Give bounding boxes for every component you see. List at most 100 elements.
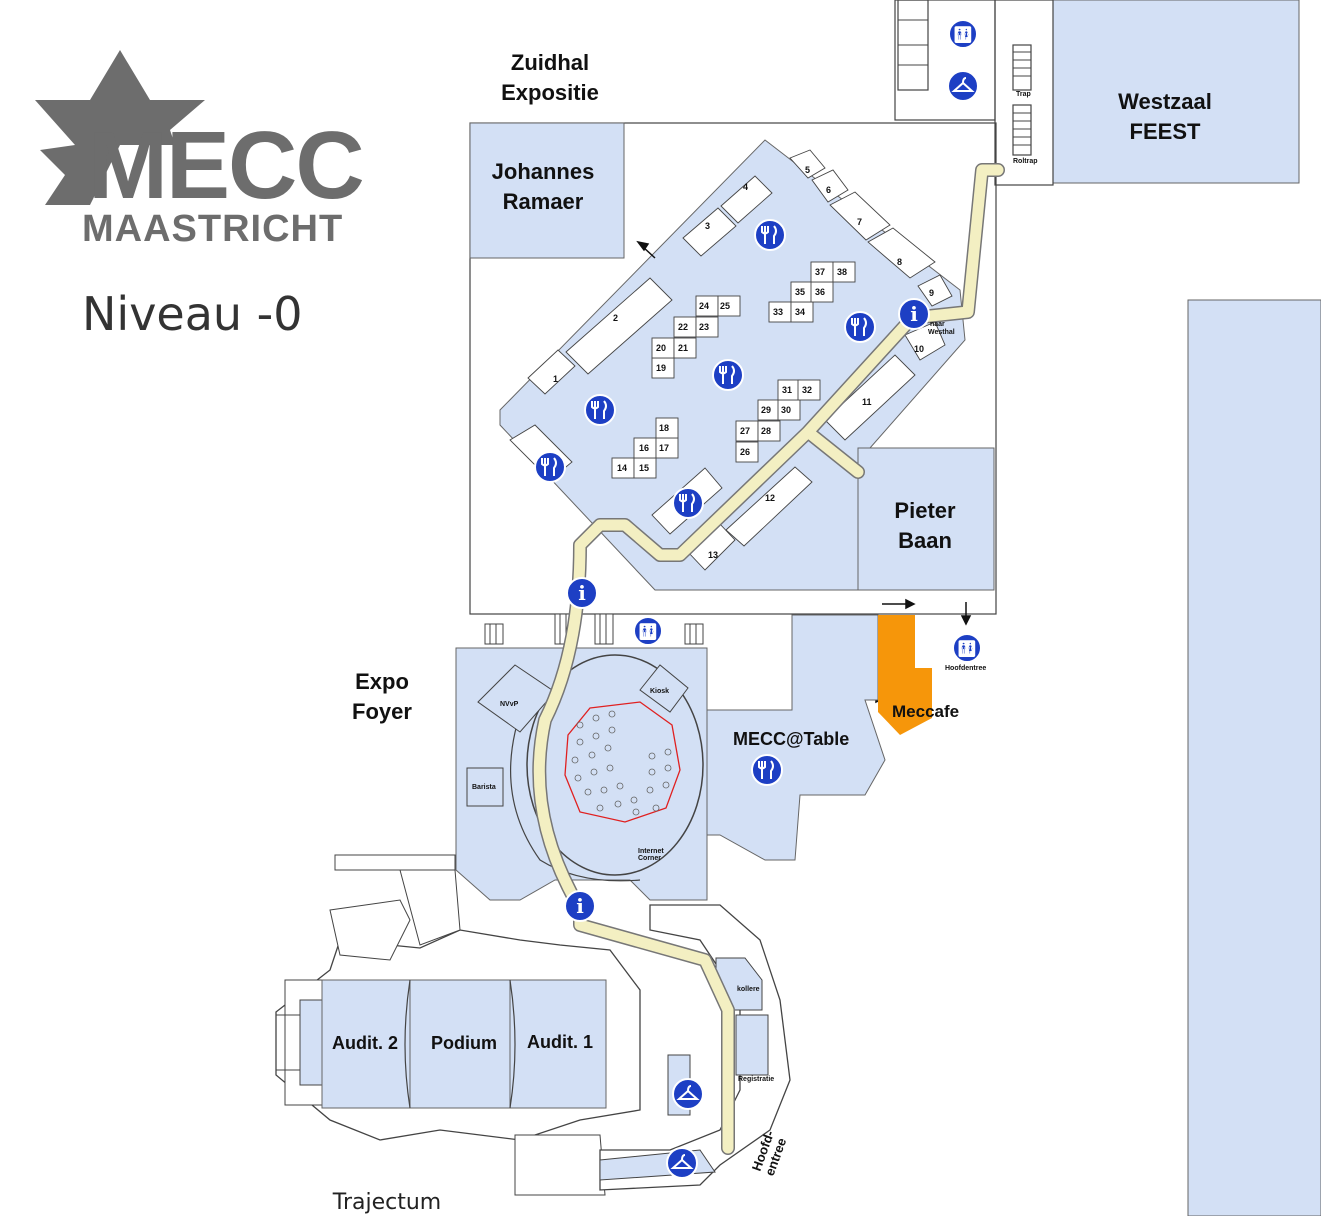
booth-1: 1 [553,374,558,384]
booth-17: 17 [659,443,669,453]
seat [648,768,656,776]
booth-34: 34 [795,307,805,317]
seats [571,710,672,816]
registratie-label: Registratie [738,1076,774,1083]
booth-10: 10 [914,344,924,354]
booth-5: 5 [805,165,810,175]
info-icon[interactable]: i [564,890,596,922]
svg-text:🚻︎: 🚻︎ [953,25,973,44]
seat [630,796,638,804]
booth-7: 7 [857,217,862,227]
svg-text:i: i [578,581,586,605]
expo-label-2: Foyer [352,699,412,724]
restaurant-icon[interactable] [751,754,783,786]
seat [608,726,616,734]
seat [596,804,604,812]
podium[interactable] [409,979,511,1109]
roltrap-label: Roltrap [1013,158,1038,165]
booth-12: 12 [765,493,775,503]
booth-15: 15 [639,463,649,473]
audit2-label: Audit. 2 [332,1033,398,1053]
seat [652,804,660,812]
kiosk-stand[interactable] [639,664,689,713]
toilet-icon[interactable]: 🚻︎ [633,616,663,646]
stairs-area: Trap Roltrap [894,0,1054,186]
johannes-label-1: Johannes [492,159,595,184]
logo-subtext: MAASTRICHT [82,208,343,250]
toilet-icon[interactable]: 🚻︎ [948,19,978,49]
barista-label: Barista [472,784,496,791]
logo-star-shape [35,50,205,205]
barista-stand[interactable] [466,767,504,807]
seat [648,752,656,760]
trajectum-label: Trajectum [332,1190,441,1215]
foyer-round-area [526,654,704,876]
info-icon[interactable]: i [566,577,598,609]
booth-26: 26 [740,447,750,457]
seat [608,710,616,718]
booth-22: 22 [678,322,688,332]
seat [574,774,582,782]
auditorium-1[interactable] [509,979,607,1109]
booth-35: 35 [795,287,805,297]
hoofdentree-small-label: Hoofdentree [945,665,986,672]
pieter-label-1: Pieter [894,498,956,523]
zuidhal-outline [469,122,997,615]
seating-area [564,701,681,823]
johannes-ramaer-room[interactable] [469,122,625,259]
toilet-icon[interactable]: 🚻︎ [952,633,982,663]
seat [576,738,584,746]
booth-13: 13 [708,550,718,560]
restaurant-icon[interactable] [712,359,744,391]
cloakroom-icon[interactable] [947,70,979,102]
westzaal-label-1: Westzaal [1118,89,1212,114]
corner-label: Corner [638,855,661,862]
meccafe-label: Meccafe [892,702,959,721]
booth-24: 24 [699,301,709,311]
seat [600,786,608,794]
booth-38: 38 [837,267,847,277]
seat [584,788,592,796]
seat [614,800,622,808]
restaurant-icon[interactable] [534,451,566,483]
booth-29: 29 [761,405,771,415]
nvvp-label: NVvP [500,701,519,708]
internet-label: Internet [638,848,664,855]
east-hall-strip [1187,299,1321,1216]
seat [632,808,640,816]
booth-11: 11 [862,397,872,407]
booth-32: 32 [802,385,812,395]
registratie-desk[interactable] [735,1014,769,1076]
meccafe-area[interactable] [878,615,932,735]
cloakroom-icon[interactable] [666,1147,698,1179]
auditorium-2[interactable] [321,979,411,1109]
restaurant-icon[interactable] [844,311,876,343]
westzaal-hall[interactable] [1052,0,1300,184]
restaurant-icon[interactable] [754,219,786,251]
pieter-baan-room[interactable] [857,447,995,591]
cloakroom-icon[interactable] [672,1078,704,1110]
naar-label: naar [930,321,945,328]
booth-4: 4 [743,182,748,192]
booth-6: 6 [826,185,831,195]
podium-label: Podium [431,1033,497,1053]
svg-text:🚻︎: 🚻︎ [957,639,977,658]
kollere-label: kollere [737,986,760,993]
booth-grid: 14 15 16 17 18 19 20 21 22 23 24 25 26 2… [611,261,856,479]
mecc-logo: MECC MAASTRICHT [35,50,365,250]
booth-8: 8 [897,257,902,267]
booth-27: 27 [740,426,750,436]
seat [664,748,672,756]
seat [590,768,598,776]
booth-14: 14 [617,463,627,473]
restaurant-icon[interactable] [672,487,704,519]
booth-18: 18 [659,423,669,433]
restaurant-icon[interactable] [584,394,616,426]
westzaal-label-2: FEEST [1130,119,1201,144]
booth-23: 23 [699,322,709,332]
booth-33: 33 [773,307,783,317]
booth-numbers-perimeter: 1 2 3 4 5 6 7 8 9 10 11 12 13 [553,165,934,560]
info-icon[interactable]: i [898,298,930,330]
mecc-table-area[interactable] [706,614,886,861]
booth-37: 37 [815,267,825,277]
